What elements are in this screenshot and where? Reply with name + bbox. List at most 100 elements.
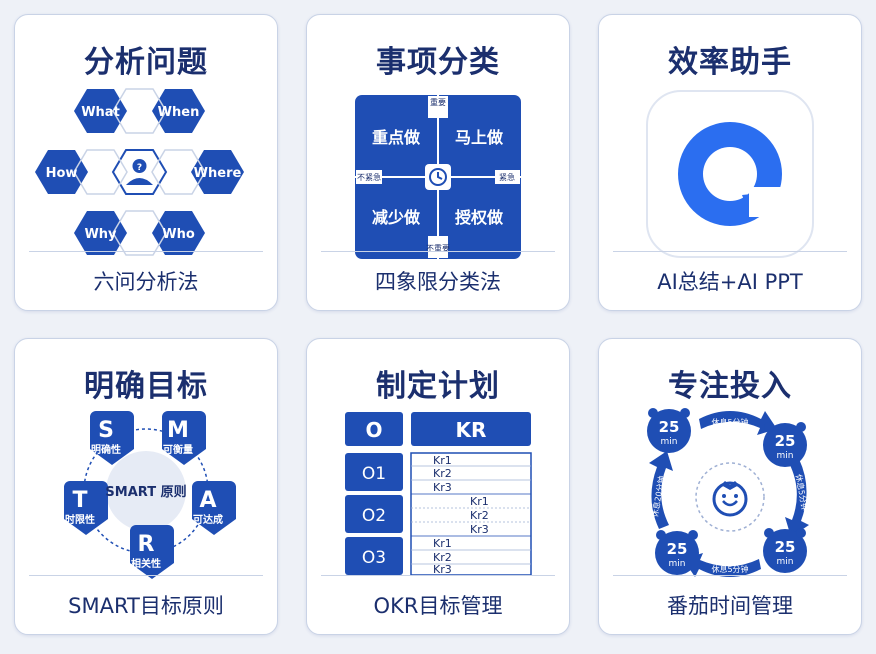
clock-icon: [425, 164, 451, 190]
card-divider: [29, 575, 263, 576]
quadrant-reduce: 减少做: [372, 208, 421, 227]
hex-why: [74, 211, 127, 255]
card-caption: AI总结+AI PPT: [657, 270, 803, 294]
card-divider: [613, 575, 847, 576]
hex-who: [152, 211, 205, 255]
kr-1-1: Kr1: [433, 454, 452, 467]
label-a: 可达成: [193, 513, 223, 526]
axis-label-left: 不紧急: [357, 172, 381, 182]
axis-label-bottom: 不重要: [426, 243, 450, 253]
kr-2-1: Kr1: [470, 495, 489, 508]
four-quadrant-diagram: 重要 不重要 不紧急 紧急 重点做 马上做 减少做 授权做: [355, 95, 521, 259]
letter-a: A: [199, 488, 216, 513]
quadrant-important: 重点做: [372, 128, 421, 147]
axis-label-right: 紧急: [499, 172, 515, 182]
assistant-app-icon: [646, 90, 814, 258]
hex-how: [35, 150, 88, 194]
timer-top-right: 25 min: [763, 422, 807, 467]
label-m: 可衡量: [163, 443, 193, 456]
okr-table: O KR O1 O2 O3 Kr1 Kr2 Kr3 Kr1 K: [345, 412, 532, 576]
hex-what: [74, 89, 127, 133]
card-caption: 六问分析法: [93, 270, 199, 294]
timer-unit: min: [661, 437, 678, 447]
timer-value: 25: [659, 418, 680, 436]
timer-value: 25: [775, 432, 796, 450]
card-divider: [321, 251, 555, 252]
hex-label-what: What: [81, 105, 120, 120]
card-title: 专注投入: [668, 369, 792, 404]
person-question-icon: ?: [126, 159, 153, 185]
timer-unit: min: [777, 451, 794, 461]
petal-t: [58, 481, 108, 535]
card-divider: [29, 251, 263, 252]
axis-label-top: 重要: [430, 97, 446, 107]
card-divider: [321, 575, 555, 576]
letter-s: S: [98, 418, 114, 443]
kr-2-2: Kr2: [470, 509, 489, 522]
letter-m: M: [167, 418, 189, 443]
kr-3-1: Kr1: [433, 537, 452, 550]
label-r: 相关性: [131, 557, 161, 570]
six-question-diagram: ? What When How Where Why Who: [35, 88, 244, 256]
kr-1-3: Kr3: [433, 481, 452, 494]
card-caption: 番茄时间管理: [667, 594, 793, 618]
label-t: 时限性: [65, 513, 95, 526]
letter-t: T: [72, 488, 87, 513]
card-clear-goals: 明确目标 S 明确性 M 可衡量 A 可达成 R 相关性 T 时限性 SMART…: [14, 338, 278, 635]
letter-r: R: [138, 532, 155, 557]
timer-value: 25: [667, 540, 688, 558]
hex-when: [152, 89, 205, 133]
objective-2: O2: [362, 506, 386, 526]
arrow-top: [699, 411, 777, 435]
timer-unit: min: [669, 559, 686, 569]
card-make-plan: 制定计划 O KR O1 O2 O3 Kr1 Kr2: [306, 338, 570, 635]
card-caption: 四象限分类法: [375, 270, 501, 294]
hex-label-where: Where: [194, 166, 242, 181]
header-kr: KR: [456, 418, 487, 442]
arrow-left: [649, 451, 673, 529]
card-analyze-problem: 分析问题 ? What When How Where Why: [14, 14, 278, 311]
header-o: O: [365, 418, 382, 442]
timer-bottom-left: 25 min: [655, 530, 699, 575]
smart-diagram: S 明确性 M 可衡量 A 可达成 R 相关性 T 时限性 SMART 原则: [58, 411, 236, 579]
arrow-bottom: [683, 553, 761, 577]
rest-bottom: 休息5分钟: [711, 564, 748, 574]
card-title: 制定计划: [376, 369, 500, 404]
smart-center-label: SMART 原则: [105, 484, 186, 500]
card-title: 明确目标: [84, 369, 208, 404]
petal-a: [186, 481, 236, 535]
card-focus: 专注投入 休息5分钟 休息5分钟 休息5分钟 休息20分钟 25 min 25 …: [598, 338, 862, 635]
card-caption: SMART目标原则: [68, 594, 224, 618]
timer-bottom-right: 25 min: [763, 528, 807, 573]
petal-m: [156, 411, 206, 465]
card-task-classification: 事项分类 重要 不重要 不紧急 紧急 重点做 马上做 减少做 授权做 四象限分类…: [306, 14, 570, 311]
card-efficiency-assistant: 效率助手 AI总结+AI PPT: [598, 14, 862, 311]
quadrant-urgent: 马上做: [455, 128, 504, 147]
objective-1: O1: [362, 464, 386, 484]
timer-value: 25: [775, 538, 796, 556]
tomato-icon: [712, 481, 748, 517]
timer-unit: min: [777, 557, 794, 567]
petal-r: [124, 525, 174, 579]
card-caption: OKR目标管理: [373, 594, 503, 618]
hex-label-how: How: [46, 166, 78, 181]
rest-top: 休息5分钟: [711, 417, 748, 427]
card-title: 事项分类: [376, 45, 500, 80]
hex-label-why: Why: [84, 227, 117, 242]
objective-3: O3: [362, 548, 386, 568]
arrow-right: [785, 459, 809, 537]
kr-2-3: Kr3: [470, 523, 489, 536]
svg-text:?: ?: [137, 163, 142, 173]
card-divider: [613, 251, 847, 252]
kr-3-2: Kr2: [433, 551, 452, 564]
petal-s: [84, 411, 134, 465]
pomodoro-diagram: 休息5分钟 休息5分钟 休息5分钟 休息20分钟 25 min 25 min 2…: [647, 408, 810, 577]
hex-label-who: Who: [162, 227, 195, 242]
card-title: 分析问题: [84, 45, 208, 80]
kr-1-2: Kr2: [433, 467, 452, 480]
quadrant-delegate: 授权做: [455, 208, 504, 227]
hex-label-when: When: [158, 105, 200, 120]
timer-top-left: 25 min: [647, 408, 691, 453]
hex-where: [191, 150, 244, 194]
label-s: 明确性: [91, 443, 121, 456]
